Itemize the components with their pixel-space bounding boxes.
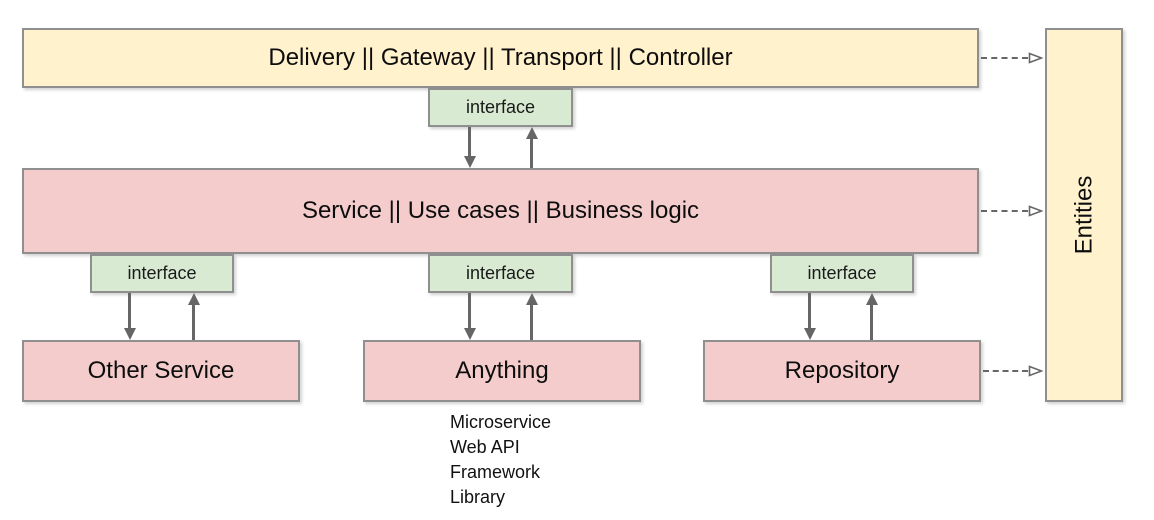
arrow-down-icon (128, 293, 131, 329)
anything-label: Anything (455, 357, 549, 384)
anything-example-item: Web API (450, 437, 520, 457)
interface-label: interface (807, 263, 877, 283)
arrow-up-icon (530, 304, 533, 340)
repository-box: Repository (703, 340, 981, 402)
anything-example-item: Microservice (450, 412, 552, 432)
arrow-up-icon (870, 304, 873, 340)
anything-examples-list: Microservice Web API Framework Library (450, 410, 551, 510)
arrow-down-icon (808, 293, 811, 329)
open-arrowhead-icon (1028, 52, 1043, 64)
service-layer-box: Service || Use cases || Business logic (22, 168, 979, 254)
open-arrowhead-icon (1028, 205, 1043, 217)
interface-box-right: interface (770, 254, 914, 293)
arrow-up-icon (530, 138, 533, 168)
entities-layer-label: Entities (1070, 175, 1098, 255)
service-layer-label: Service || Use cases || Business logic (301, 197, 700, 224)
dashed-line (981, 210, 1028, 212)
other-service-label: Other Service (87, 357, 235, 384)
dashed-arrow-service-entities (981, 205, 1043, 217)
dashed-arrow-repository-entities (983, 365, 1043, 377)
delivery-layer-box: Delivery || Gateway || Transport || Cont… (22, 28, 979, 88)
arrow-up-icon (192, 304, 195, 340)
interface-label: interface (127, 263, 197, 283)
delivery-layer-label: Delivery || Gateway || Transport || Cont… (268, 44, 733, 71)
anything-box: Anything (363, 340, 641, 402)
other-service-box: Other Service (22, 340, 300, 402)
interface-label: interface (465, 97, 536, 117)
interface-box-left: interface (90, 254, 234, 293)
interface-box-middle: interface (428, 254, 573, 293)
open-arrowhead-icon (1028, 365, 1043, 377)
repository-label: Repository (784, 357, 900, 384)
anything-example-item: Library (450, 487, 506, 507)
dashed-line (981, 57, 1028, 59)
arrow-down-icon (468, 293, 471, 329)
interface-box-top: interface (428, 88, 573, 127)
arrow-down-icon (468, 127, 471, 157)
dashed-line (983, 370, 1028, 372)
entities-layer-box: Entities (1045, 28, 1123, 402)
anything-example-item: Framework (450, 462, 541, 482)
dashed-arrow-delivery-entities (981, 52, 1043, 64)
interface-label: interface (465, 263, 536, 283)
